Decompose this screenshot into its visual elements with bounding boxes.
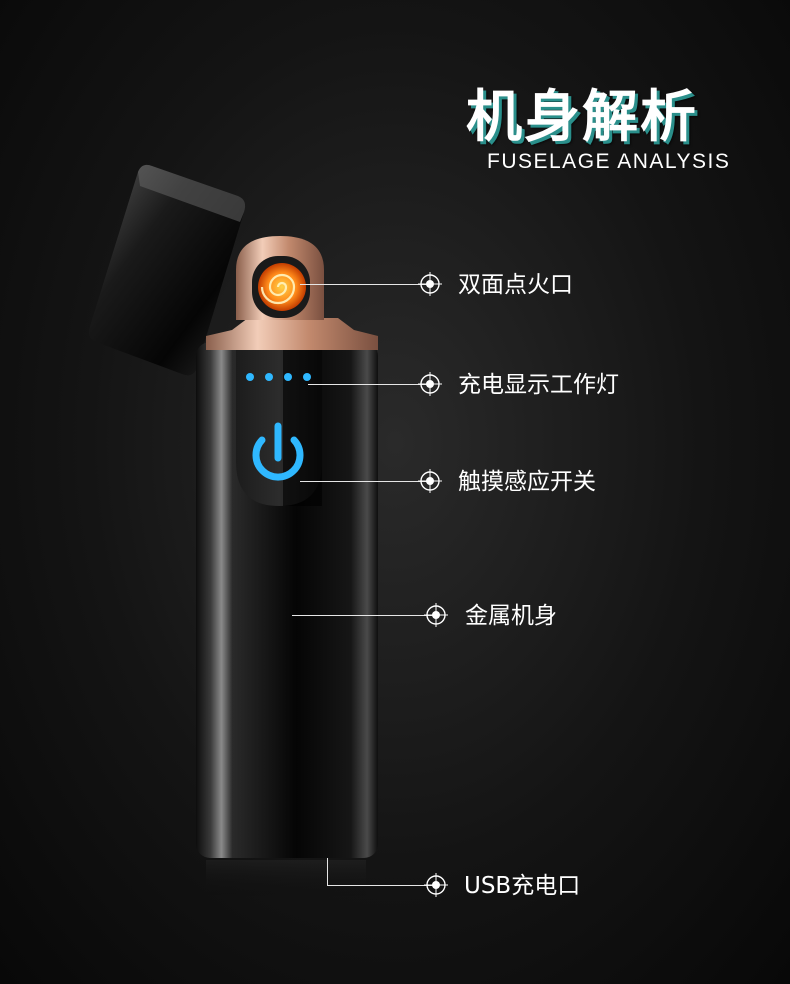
crosshair-target-icon <box>418 469 442 493</box>
callout-label-touch-switch: 触摸感应开关 <box>458 469 596 495</box>
crosshair-target-icon <box>424 603 448 627</box>
crosshair-target-icon <box>418 272 442 296</box>
callout-line-metal-body <box>292 615 437 616</box>
callout-label-indicator: 充电显示工作灯 <box>458 372 619 398</box>
power-icon <box>252 422 304 481</box>
page-subtitle: FUSELAGE ANALYSIS <box>487 150 731 173</box>
callout-line-indicator <box>308 384 430 385</box>
crosshair-target-icon <box>418 372 442 396</box>
callout-line-usb <box>327 885 437 886</box>
callout-line-ignition <box>300 284 430 285</box>
page-title: 机身解析 <box>466 85 698 150</box>
callout-label-ignition: 双面点火口 <box>458 272 573 298</box>
callout-vline-usb <box>327 858 328 886</box>
lighter-cap <box>88 164 246 376</box>
ignition-head <box>236 236 324 320</box>
crosshair-target-icon <box>424 873 448 897</box>
charging-indicator-lights <box>246 373 311 381</box>
callout-label-metal-body: 金属机身 <box>465 603 557 629</box>
rose-gold-collar <box>206 318 378 350</box>
callout-line-touch-switch <box>300 481 430 482</box>
heating-coil-icon <box>260 273 296 305</box>
callout-label-usb: USB充电口 <box>464 873 581 899</box>
